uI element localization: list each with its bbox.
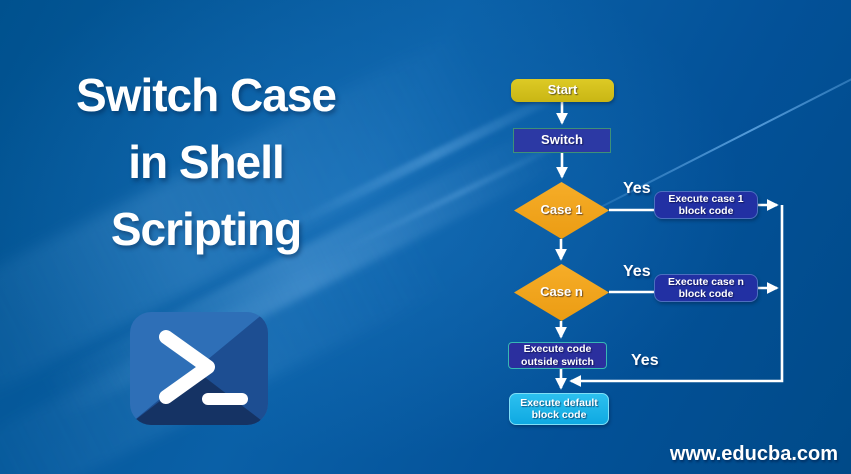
execute-case-1-line-2: block code	[678, 205, 734, 217]
execute-default-line-2: block code	[531, 409, 587, 421]
title-line-3: Scripting	[110, 203, 302, 255]
flowchart-decision-case-n: Case n	[514, 264, 609, 321]
page-title: Switch Case in Shell Scripting	[8, 62, 404, 263]
start-label: Start	[547, 82, 578, 98]
flowchart-node-execute-case-1: Execute case 1 block code	[654, 191, 758, 219]
execute-default-line-1: Execute default	[520, 396, 598, 409]
yes-label-default-return: Yes	[631, 352, 659, 369]
title-line-1: Switch Case	[76, 69, 337, 121]
website-url: www.educba.com	[669, 443, 838, 465]
outside-switch-line-2: outside switch	[521, 355, 594, 368]
switch-label: Switch	[541, 132, 583, 148]
title-line-2: in Shell	[128, 136, 285, 188]
outside-switch-line-1: Execute code	[523, 343, 592, 356]
yes-label-case-n: Yes	[623, 263, 651, 280]
powershell-icon	[128, 310, 270, 427]
execute-case-1-line-1: Execute case 1	[668, 192, 744, 205]
flowchart-node-switch: Switch	[513, 128, 611, 153]
execute-case-n-line-2: block code	[678, 288, 734, 300]
flowchart-decision-case-1: Case 1	[514, 182, 609, 239]
execute-case-n-line-1: Execute case n	[668, 275, 744, 288]
flowchart-node-start: Start	[511, 79, 614, 102]
flowchart-node-execute-outside-switch: Execute code outside switch	[508, 342, 607, 369]
case-n-label: Case n	[540, 284, 583, 300]
flowchart-node-execute-default: Execute default block code	[509, 393, 609, 425]
flowchart-node-execute-case-n: Execute case n block code	[654, 274, 758, 302]
yes-label-case-1: Yes	[623, 180, 651, 197]
case-1-label: Case 1	[540, 202, 583, 218]
